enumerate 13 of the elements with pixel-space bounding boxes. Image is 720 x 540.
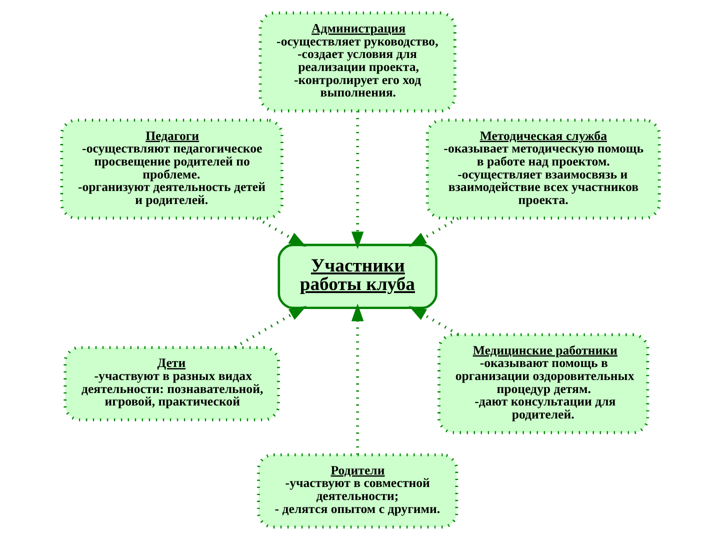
arrow	[408, 217, 458, 247]
arrow	[350, 304, 364, 455]
node-box: Дети -участвуют в разных видах деятельности: познавательной, игровой, практической	[63, 346, 280, 422]
node-box: Методическая служба -оказывает методическую помощь в работе над проектом. -осуществляет взаимосвязь и взаимодействие всех участников проекта.	[425, 118, 660, 220]
node-box: Медицинские работники -оказывают помощь в организации оздоровительных процедур детям. -дают консультации для родителей.	[437, 333, 649, 434]
node-box: Педагоги -осуществляют педагогическое просвещение родителей по проблеме. -организуют деятельность детей и родителей.	[60, 118, 283, 220]
arrow	[256, 217, 306, 247]
node-box: Участники работы клуба	[277, 244, 437, 310]
arrow	[350, 111, 364, 250]
node-box: Администрация -осуществляет руководство, -создает условия для реализации проекта, -контролирует его ход выполнения.	[258, 11, 456, 112]
arrow	[233, 306, 306, 349]
arrow	[408, 306, 458, 336]
node-box: Родители -участвуют в совместной деятельности; - делятся опытом с другими.	[256, 453, 458, 529]
